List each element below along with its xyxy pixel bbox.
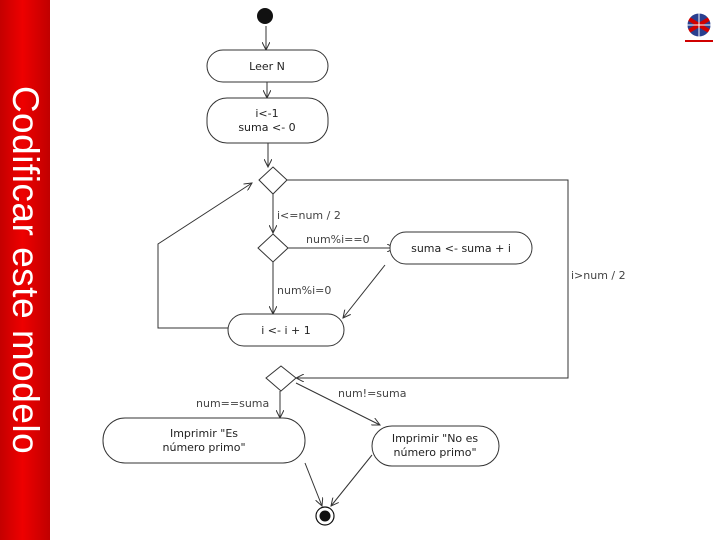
- svg-text:i <- i + 1: i <- i + 1: [261, 324, 311, 337]
- svg-text:número primo": número primo": [394, 446, 477, 459]
- action-incr: i <- i + 1: [227, 313, 345, 347]
- guard-divisible: num%i==0: [306, 233, 370, 246]
- connectors: [157, 26, 569, 506]
- action-es-primo: Imprimir "Es número primo": [102, 417, 306, 464]
- guard-loop-continue: i<=num / 2: [277, 209, 341, 222]
- arrow-no-to-end: [331, 454, 373, 506]
- decision-divisible: [257, 233, 289, 263]
- svg-text:i<-1: i<-1: [255, 107, 278, 120]
- guard-not-divisible: num%i=0: [277, 284, 331, 297]
- arrow-suma-to-incr: [343, 264, 386, 318]
- action-no-es-primo: Imprimir "No es número primo": [371, 425, 500, 467]
- action-init: i<-1 suma <- 0: [206, 97, 329, 144]
- svg-text:suma <- 0: suma <- 0: [238, 121, 295, 134]
- arrow-incr-back-to-loop: [157, 183, 252, 329]
- action-leer: Leer N: [206, 49, 329, 83]
- svg-text:suma <- suma + i: suma <- suma + i: [411, 242, 511, 255]
- initial-node: [257, 8, 273, 24]
- final-node: [315, 506, 335, 526]
- guard-loop-exit: i>num / 2: [571, 269, 626, 282]
- action-suma: suma <- suma + i: [389, 231, 533, 265]
- svg-text:Imprimir "No es: Imprimir "No es: [392, 432, 479, 445]
- guard-not-equal: num!=suma: [338, 387, 406, 400]
- svg-text:Imprimir "Es: Imprimir "Es: [170, 427, 238, 440]
- guard-equal: num==suma: [196, 397, 269, 410]
- arrow-loop-exit: [287, 179, 569, 378]
- university-globe-logo: [685, 12, 713, 42]
- arrow-es-to-end: [304, 462, 322, 506]
- decision-loop: [258, 166, 288, 195]
- decision-primo: [265, 365, 297, 392]
- arrow-decision-to-no: [295, 382, 380, 425]
- sidebar-banner: Codificar este modelo: [0, 0, 50, 540]
- svg-text:número primo": número primo": [163, 441, 246, 454]
- svg-text:Leer N: Leer N: [249, 60, 285, 73]
